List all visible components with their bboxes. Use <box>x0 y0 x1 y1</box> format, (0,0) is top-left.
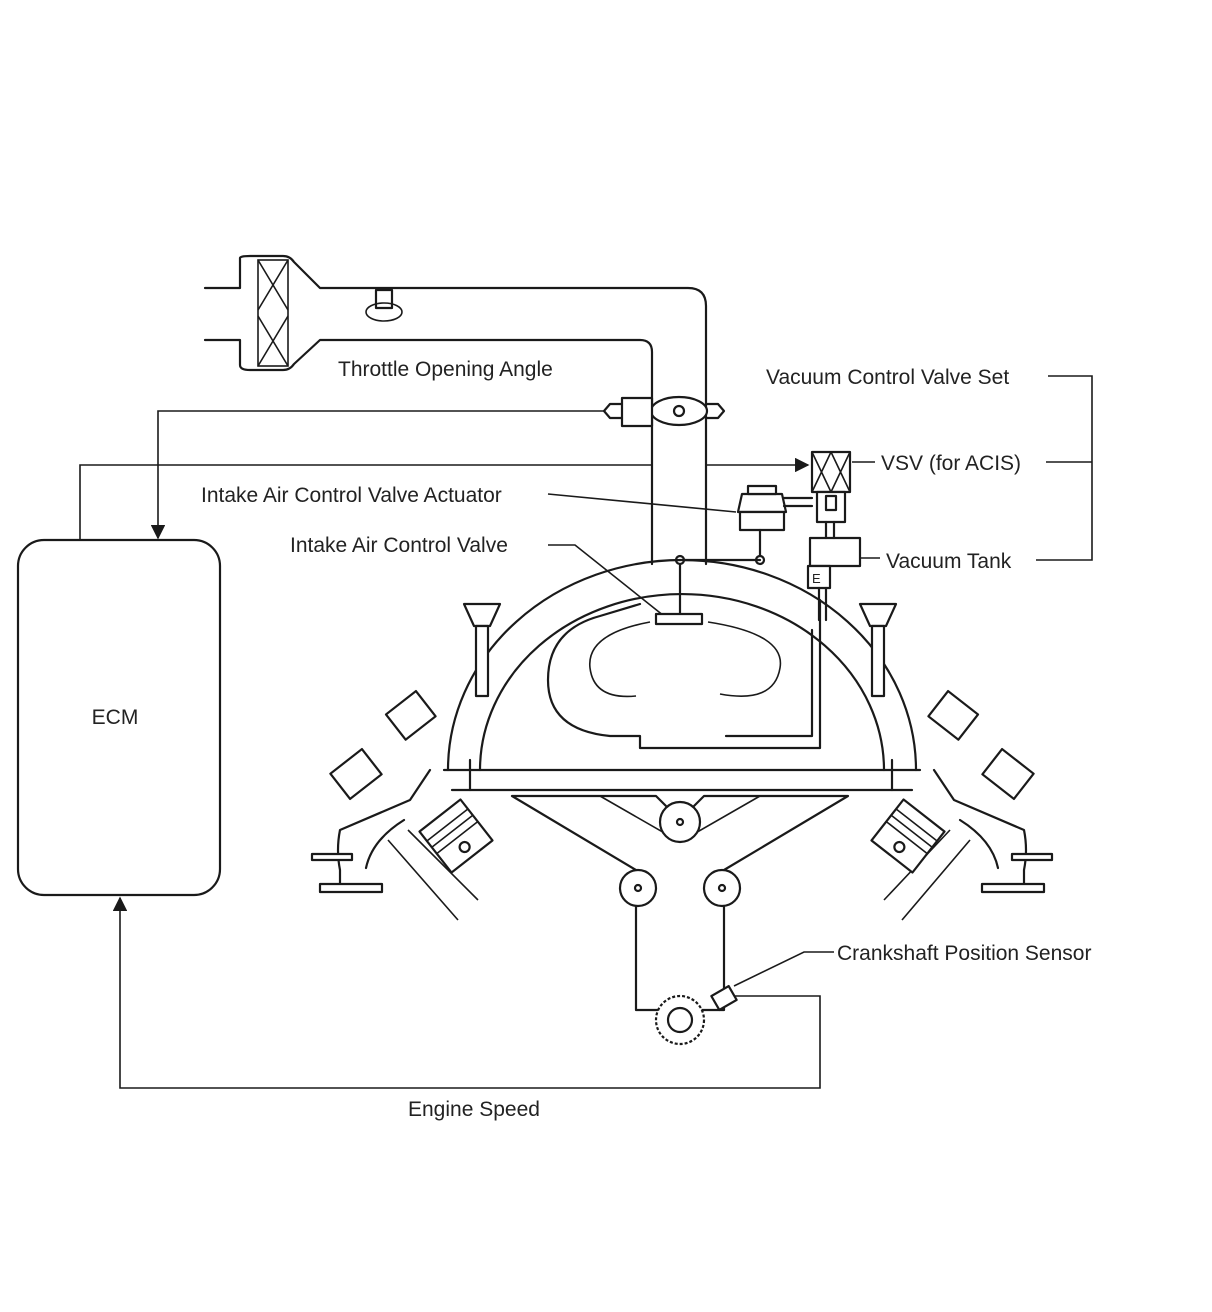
engine-speed-line <box>112 896 821 1089</box>
air-cleaner-element <box>257 259 289 367</box>
svg-text:E: E <box>812 571 821 586</box>
left-cylinder-bank <box>310 602 502 894</box>
throttle-signal-line <box>150 410 604 540</box>
vacuum-tank: E <box>806 520 862 622</box>
vacuum-tank-label: Vacuum Tank <box>886 550 1012 573</box>
vsv-control-line <box>79 465 808 540</box>
vsv-label: VSV (for ACIS) <box>881 452 1021 475</box>
crankshaft-position-sensor <box>710 984 738 1012</box>
intake-air-control-valve-actuator <box>674 484 814 622</box>
vacuum-control-valve-set-label: Vacuum Control Valve Set <box>766 366 1009 389</box>
intake-air-control-valve <box>654 612 704 626</box>
intake-air-control-valve-actuator-label: Intake Air Control Valve Actuator <box>201 484 502 507</box>
ecm-box <box>16 538 222 897</box>
crankshaft-position-sensor-label: Crankshaft Position Sensor <box>837 942 1091 965</box>
air-flow-meter <box>374 288 394 310</box>
throttle-opening-angle-label: Throttle Opening Angle <box>338 358 553 381</box>
vsv <box>810 450 852 524</box>
engine-block <box>387 758 971 1046</box>
right-cylinder-bank <box>858 602 1054 894</box>
intake-manifold <box>446 558 918 772</box>
ecm-label: ECM <box>92 706 139 729</box>
air-intake-duct <box>203 254 708 566</box>
valve-set-bracket <box>1036 375 1093 561</box>
intake-air-control-valve-label: Intake Air Control Valve <box>290 534 508 557</box>
engine-speed-label: Engine Speed <box>408 1098 540 1121</box>
